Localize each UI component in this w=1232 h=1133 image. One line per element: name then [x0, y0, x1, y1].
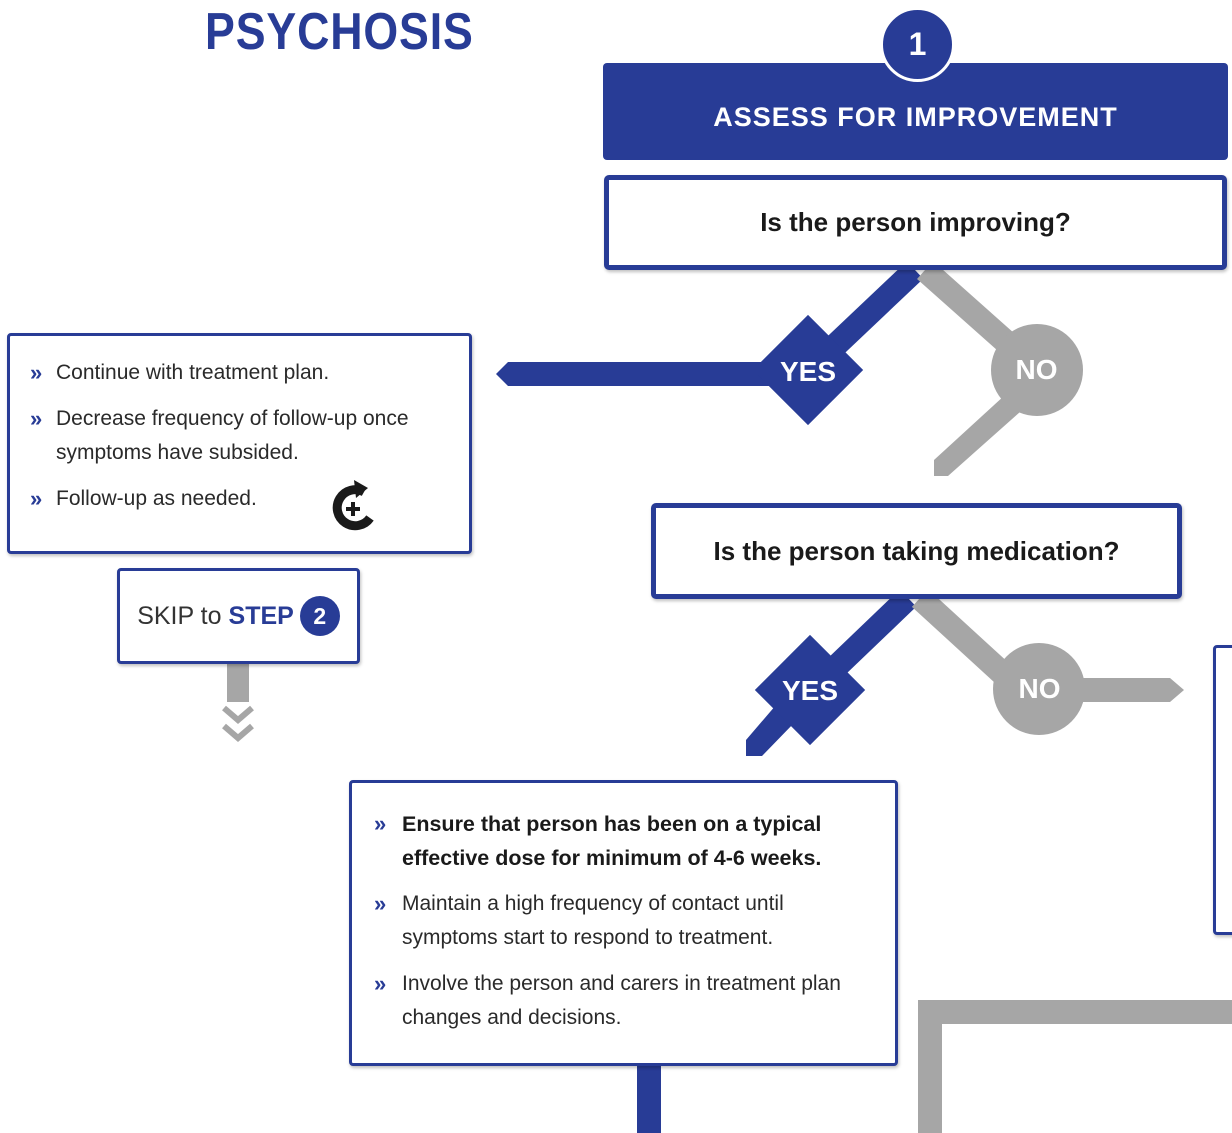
improving-yes-box: » Continue with treatment plan. » Decrea…: [7, 333, 472, 554]
list-item-text: Involve the person and carers in treatme…: [402, 972, 841, 1029]
step-heading: ASSESS FOR IMPROVEMENT: [713, 102, 1118, 132]
page-title: PSYCHOSIS: [205, 3, 474, 61]
list-item: » Decrease frequency of follow-up once s…: [30, 402, 459, 470]
skip-prefix: SKIP to: [137, 601, 222, 630]
down-chevron-icon-2: [222, 723, 254, 742]
no-label-1: NO: [1015, 353, 1058, 385]
question-medication: Is the person taking medication?: [651, 503, 1182, 599]
yes-label-2: YES: [781, 675, 839, 706]
yes-label-1: YES: [779, 356, 837, 387]
bullet-chevron-icon: »: [30, 486, 42, 511]
no-circle-2: [993, 643, 1085, 735]
list-item-text: Follow-up as needed.: [56, 487, 257, 510]
yes-diamond-2: [754, 634, 866, 746]
bottom-down-connector: [637, 1066, 661, 1133]
follow-up-icon: [332, 480, 374, 531]
bullet-chevron-icon: »: [30, 406, 42, 431]
question-improving-text: Is the person improving?: [760, 207, 1071, 237]
medication-no-box: [1213, 645, 1232, 935]
question-medication-text: Is the person taking medication?: [713, 535, 1120, 566]
bullet-chevron-icon: »: [30, 360, 42, 385]
no-circle-1: [991, 324, 1083, 416]
no-label-2: NO: [1018, 672, 1061, 704]
medication-yes-box: » Ensure that person has been on a typic…: [349, 780, 898, 1066]
question-improving: Is the person improving?: [604, 175, 1227, 270]
bullet-chevron-icon: »: [374, 811, 386, 836]
q1-no-connector: [917, 261, 1023, 359]
list-item: » Involve the person and carers in treat…: [374, 967, 885, 1035]
step-number-badge: 1: [880, 7, 955, 82]
yes-diamond-1: [752, 314, 864, 426]
list-item-text: Continue with treatment plan.: [56, 361, 330, 384]
skip-step-word: STEP: [228, 601, 294, 630]
bullet-chevron-icon: »: [374, 891, 386, 916]
skip-step-number: 2: [299, 596, 340, 636]
bullet-chevron-icon: »: [374, 971, 386, 996]
list-item: » Ensure that person has been on a typic…: [374, 807, 885, 875]
list-item-text: Maintain a high frequency of contact unt…: [402, 892, 784, 949]
no-right-arrow: [1060, 678, 1184, 702]
list-item-text: Decrease frequency of follow-up once sym…: [56, 407, 409, 464]
list-item: » Follow-up as needed.: [30, 482, 459, 516]
skip-to-step-button[interactable]: SKIP to STEP 2: [117, 568, 360, 664]
list-item-text: Ensure that person has been on a typical…: [402, 812, 822, 870]
q1-no-down-connector: [934, 395, 1020, 476]
list-item: » Continue with treatment plan.: [30, 356, 459, 390]
down-chevron-icon: [222, 705, 254, 724]
list-item: » Maintain a high frequency of contact u…: [374, 887, 885, 955]
yes-left-arrow: [496, 362, 790, 386]
grey-frame: [918, 1000, 1232, 1133]
skip-down-connector: [227, 664, 249, 702]
